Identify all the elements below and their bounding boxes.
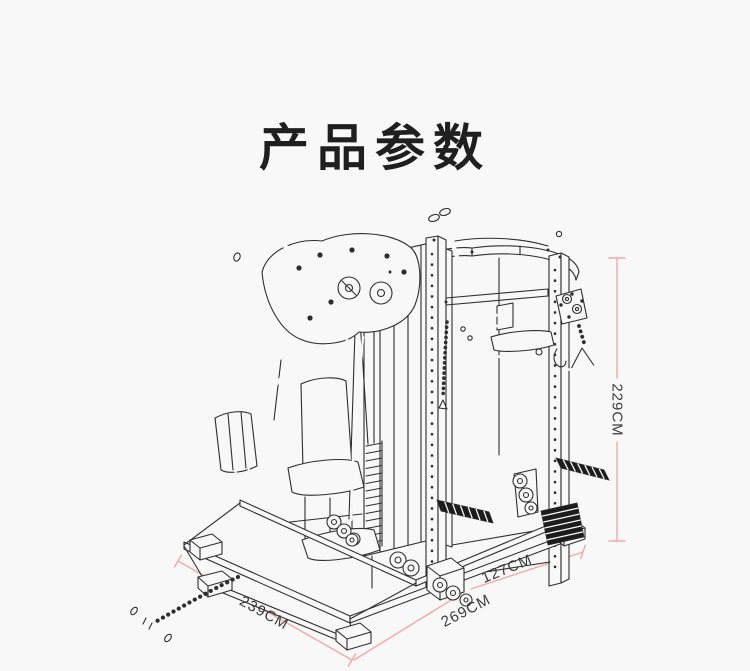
dimension-label-height: 229CM (608, 383, 626, 437)
machine (130, 207, 610, 651)
pull-up-bar (428, 207, 563, 283)
bolts (388, 238, 562, 304)
tread-plates (436, 457, 610, 546)
page-title: 产品参数 (259, 120, 491, 176)
floor-chain-bar (130, 574, 241, 643)
dim-line-height (608, 257, 626, 542)
dim-line-front-edge (353, 593, 462, 661)
base-pulleys (345, 533, 473, 607)
